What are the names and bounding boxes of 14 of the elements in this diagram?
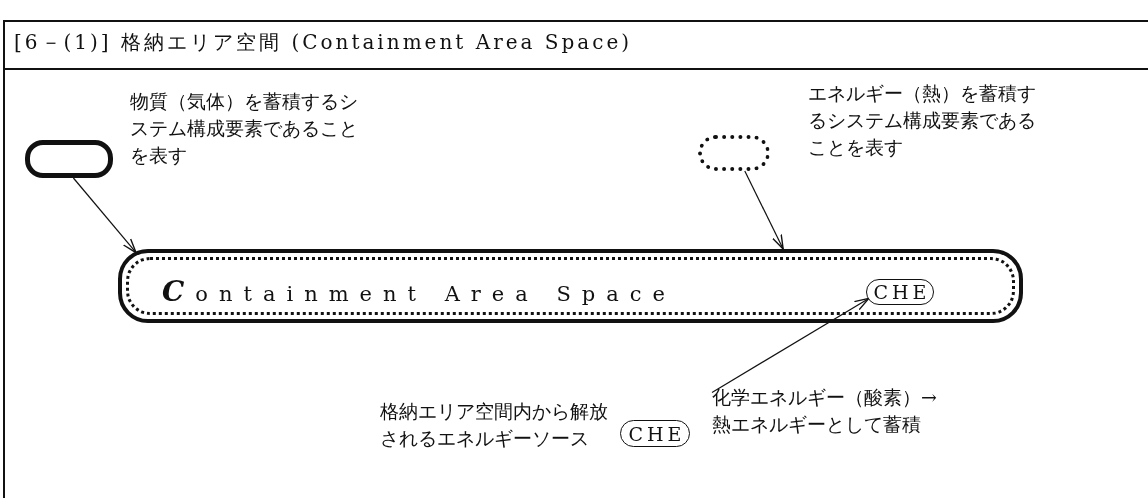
description-text: エネルギー（熱）を蓄積するシステム構成要素であることを表す	[808, 81, 1037, 160]
containment-area-box	[118, 249, 1023, 323]
arrow	[711, 297, 870, 393]
diagram-title: [6－(1)] 格納エリア空間 (Containment Area Space)	[14, 29, 633, 56]
che-symbol: CHE	[866, 279, 934, 305]
description-text: 格納エリア空間内から解放されるエネルギーソース	[380, 399, 609, 451]
note-text: 化学エネルギー（酸素）→熱エネルギーとして蓄積	[712, 384, 952, 440]
heat-storage-symbol	[698, 135, 770, 171]
arrow	[72, 177, 137, 254]
area-label: Containment Area Space	[162, 275, 677, 308]
description-text: 物質（気体）を蓄積するシステム構成要素であることを表す	[130, 89, 359, 168]
gas-storage-symbol	[25, 140, 113, 178]
arrow	[744, 170, 784, 250]
che-symbol: CHE	[620, 420, 690, 447]
